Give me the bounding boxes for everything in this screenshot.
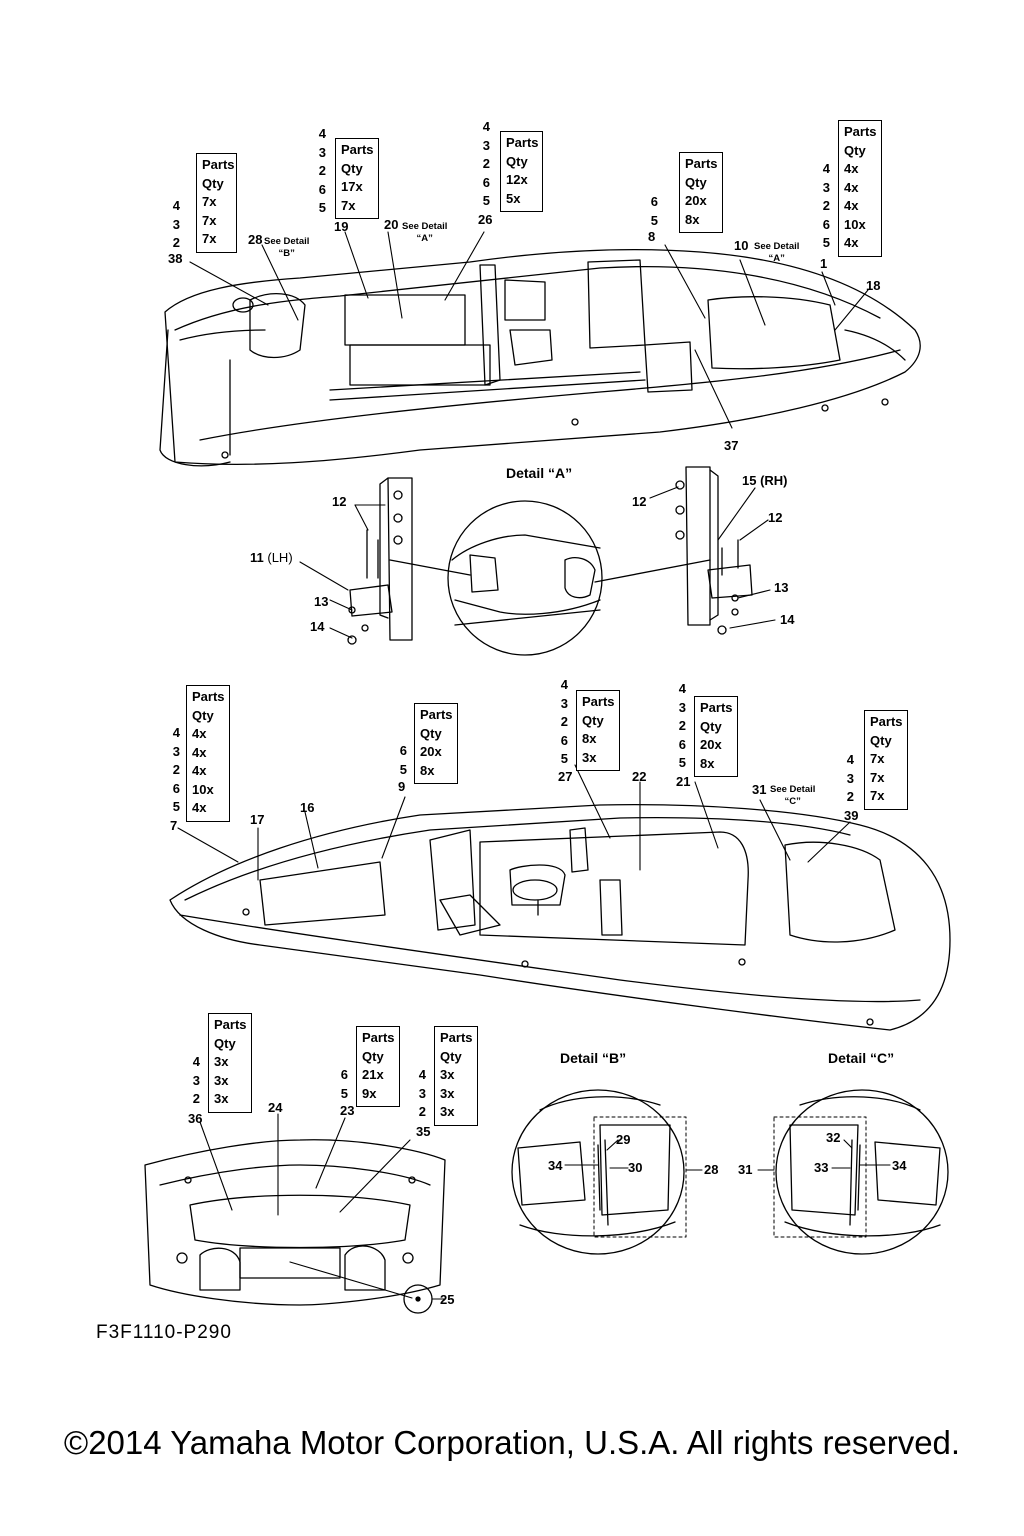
detail-c-title: Detail “C” <box>828 1050 895 1066</box>
callout-number: 21 <box>676 774 691 789</box>
callout-number: 19 <box>334 219 349 234</box>
callout-number: 18 <box>866 278 881 293</box>
callout-number: 26 <box>478 212 493 227</box>
detail-b-title: Detail “B” <box>560 1050 627 1066</box>
qty-keys: 4 3 2 6 5 <box>172 725 180 814</box>
callout-number: 37 <box>724 438 739 453</box>
callout-number: 23 <box>340 1103 355 1118</box>
callout-number: 13 <box>774 580 789 595</box>
callout-number: 34 <box>548 1158 563 1173</box>
qty-keys: 4 3 2 6 5 <box>822 161 830 250</box>
qty-table: Parts Qty 21x 9x <box>356 1026 400 1107</box>
callout-number: 25 <box>440 1292 455 1307</box>
detail-a-title: Detail “A” <box>506 465 573 481</box>
callout-number: 1 <box>820 256 828 271</box>
qty-table: Parts Qty 20x 8x <box>694 696 738 777</box>
callout-number: 8 <box>648 229 656 244</box>
rear-deck-view <box>145 1140 445 1313</box>
callout-number: 28 <box>248 232 263 247</box>
qty-table: Parts Qty 17x 7x <box>335 138 379 219</box>
callout-number: 13 <box>314 594 329 609</box>
qty-table: Parts Qty 4x 4x 4x 10x 4x <box>838 120 882 257</box>
qty-keys: 4 3 2 6 5 <box>482 119 490 208</box>
callout-number: 36 <box>188 1111 203 1126</box>
qty-keys: 4 3 2 <box>418 1067 426 1119</box>
see-detail-note: See Detail “C” <box>770 784 816 807</box>
callout-number: 14 <box>780 612 795 627</box>
qty-keys: 4 3 2 <box>846 752 854 804</box>
callout-number: 38 <box>168 251 183 266</box>
qty-table: Parts Qty 8x 3x <box>576 690 620 771</box>
boat-top-leaders <box>190 232 868 428</box>
callout-number: 33 <box>814 1160 829 1175</box>
callout-number: 7 <box>170 818 178 833</box>
qty-keys: 4 3 2 6 5 <box>560 677 568 766</box>
qty-table: Parts Qty 12x 5x <box>500 131 543 212</box>
detail-a-assembly <box>348 467 752 655</box>
callout-number: 14 <box>310 619 325 634</box>
rear-deck-leaders <box>200 1114 444 1299</box>
callout-number: 15 (RH) <box>742 473 788 488</box>
callout-number: 11 (LH) <box>250 550 293 565</box>
qty-table: Parts Qty 20x 8x <box>679 152 723 233</box>
qty-keys: 4 3 2 <box>192 1054 200 1106</box>
callout-number: 12 <box>632 494 647 509</box>
detail-c-view <box>774 1090 948 1254</box>
figure-code: F3F1110-P290 <box>96 1322 232 1343</box>
callout-number: 34 <box>892 1158 907 1173</box>
callout-number: 20 <box>384 217 399 232</box>
callout-number: 10 <box>734 238 749 253</box>
detail-b-leaders <box>565 1140 702 1170</box>
callout-number: 9 <box>398 779 406 794</box>
qty-table: Parts Qty 7x 7x 7x <box>196 153 237 253</box>
callout-number: 30 <box>628 1160 643 1175</box>
qty-table: Parts Qty 7x 7x 7x <box>864 710 908 810</box>
boat-top-view-starboard <box>160 250 920 466</box>
qty-keys: 4 3 2 6 5 <box>678 681 686 770</box>
callout-number: 16 <box>300 800 315 815</box>
boat-mid-leaders <box>178 765 850 880</box>
callout-number: 17 <box>250 812 265 827</box>
qty-keys: 6 5 <box>399 743 407 777</box>
qty-keys: 6 5 <box>340 1067 348 1101</box>
see-detail-note: See Detail “B” <box>264 236 310 259</box>
see-detail-note: See Detail “A” <box>402 221 448 244</box>
callout-number: 22 <box>632 769 647 784</box>
qty-table: Parts Qty 3x 3x 3x <box>434 1026 478 1126</box>
callout-number: 39 <box>844 808 859 823</box>
qty-keys: 4 3 2 6 5 <box>318 126 326 215</box>
callout-number: 29 <box>616 1132 631 1147</box>
detail-b-view <box>512 1090 686 1254</box>
qty-table: Parts Qty 3x 3x 3x <box>208 1013 252 1113</box>
qty-table: Parts Qty 4x 4x 4x 10x 4x <box>186 685 230 822</box>
callout-number: 12 <box>332 494 347 509</box>
see-detail-note: See Detail “A” <box>754 241 800 264</box>
callout-number: 31 <box>738 1162 753 1177</box>
callout-number: 35 <box>416 1124 431 1139</box>
qty-keys: 4 3 2 <box>172 198 180 250</box>
callout-number: 28 <box>704 1162 719 1177</box>
detail-c-leaders <box>758 1140 890 1170</box>
boat-top-view-port <box>170 805 950 1030</box>
copyright-notice: ©2014 Yamaha Motor Corporation, U.S.A. A… <box>63 1424 961 1461</box>
qty-table: Parts Qty 20x 8x <box>414 703 458 784</box>
callout-number: 31 <box>752 782 767 797</box>
callout-number: 27 <box>558 769 573 784</box>
qty-keys: 6 5 <box>650 194 658 228</box>
callout-number: 32 <box>826 1130 841 1145</box>
callout-number: 24 <box>268 1100 283 1115</box>
callout-number: 12 <box>768 510 783 525</box>
detail-a-leaders <box>300 487 775 638</box>
